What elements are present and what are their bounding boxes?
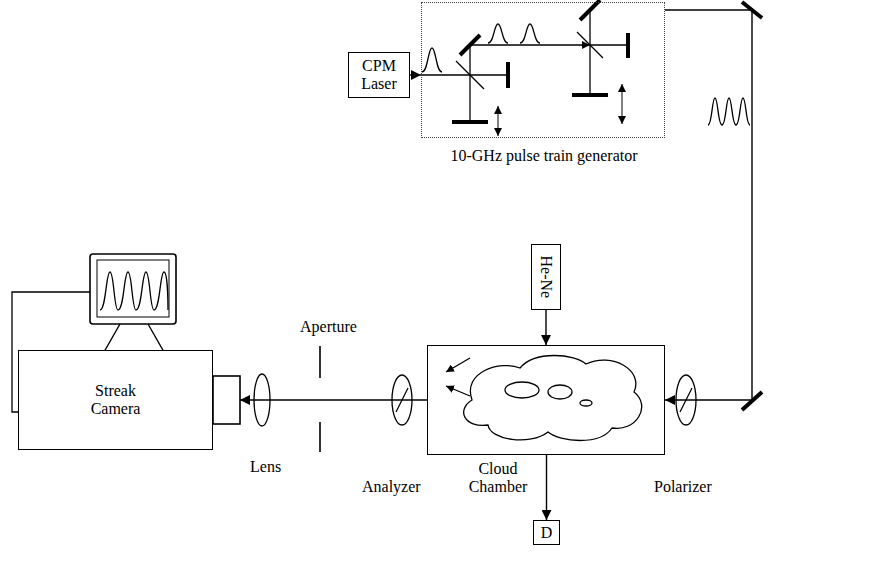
beam (590, 44, 626, 45)
node-text: He-Ne (537, 256, 555, 299)
scatter-arrow (446, 358, 470, 372)
streak-camera: Streak Camera (18, 350, 213, 450)
translation-arrow (622, 84, 623, 124)
beam (421, 74, 470, 75)
lens-label: Lens (250, 458, 281, 476)
cloud-chamber: Cloud Chamber (427, 345, 665, 455)
translation-arrow (498, 106, 499, 136)
mirror (452, 120, 488, 124)
beam (470, 74, 506, 75)
node-text: Cloud Chamber (462, 460, 534, 497)
pulse (488, 24, 508, 43)
bubble (548, 385, 572, 399)
beam (469, 45, 470, 120)
beam-connector (546, 455, 547, 520)
monitor-screen (97, 260, 169, 317)
beam-connector (665, 10, 752, 400)
node-text: Streak Camera (76, 382, 156, 417)
bubble (505, 382, 539, 398)
aperture-blade (319, 422, 321, 452)
beam (589, 10, 590, 94)
mirror (572, 93, 608, 97)
aperture-blade (319, 346, 321, 378)
analyzer-label: Analyzer (362, 478, 421, 496)
mirror (580, 0, 600, 20)
pulse-generator-box: 10-GHz pulse train generator (421, 2, 665, 138)
pulse (520, 24, 540, 43)
cloud (464, 356, 642, 441)
monitor (90, 254, 176, 324)
polarizer-label: Polarizer (654, 478, 712, 496)
node-text: 10-GHz pulse train generator (442, 147, 646, 165)
laser-box: CPM Laser (348, 52, 410, 98)
pulse-train (708, 98, 750, 125)
mirror (506, 62, 510, 88)
trace (100, 272, 168, 310)
bubble (580, 400, 592, 406)
node-text: D (541, 524, 553, 542)
beam-connector (410, 74, 421, 75)
node-text: CPM Laser (349, 57, 409, 92)
pulse (422, 48, 442, 72)
detector-box: D (533, 520, 560, 545)
aperture-label: Aperture (300, 318, 357, 336)
beam-connector (545, 310, 546, 345)
laser-box: He-Ne (531, 244, 561, 310)
scatter-arrow (446, 386, 470, 396)
monitor-stand (104, 324, 164, 352)
mirror (626, 33, 630, 58)
beam (470, 44, 590, 45)
camera-lens-housing (213, 376, 240, 424)
beam-connector (240, 399, 427, 400)
